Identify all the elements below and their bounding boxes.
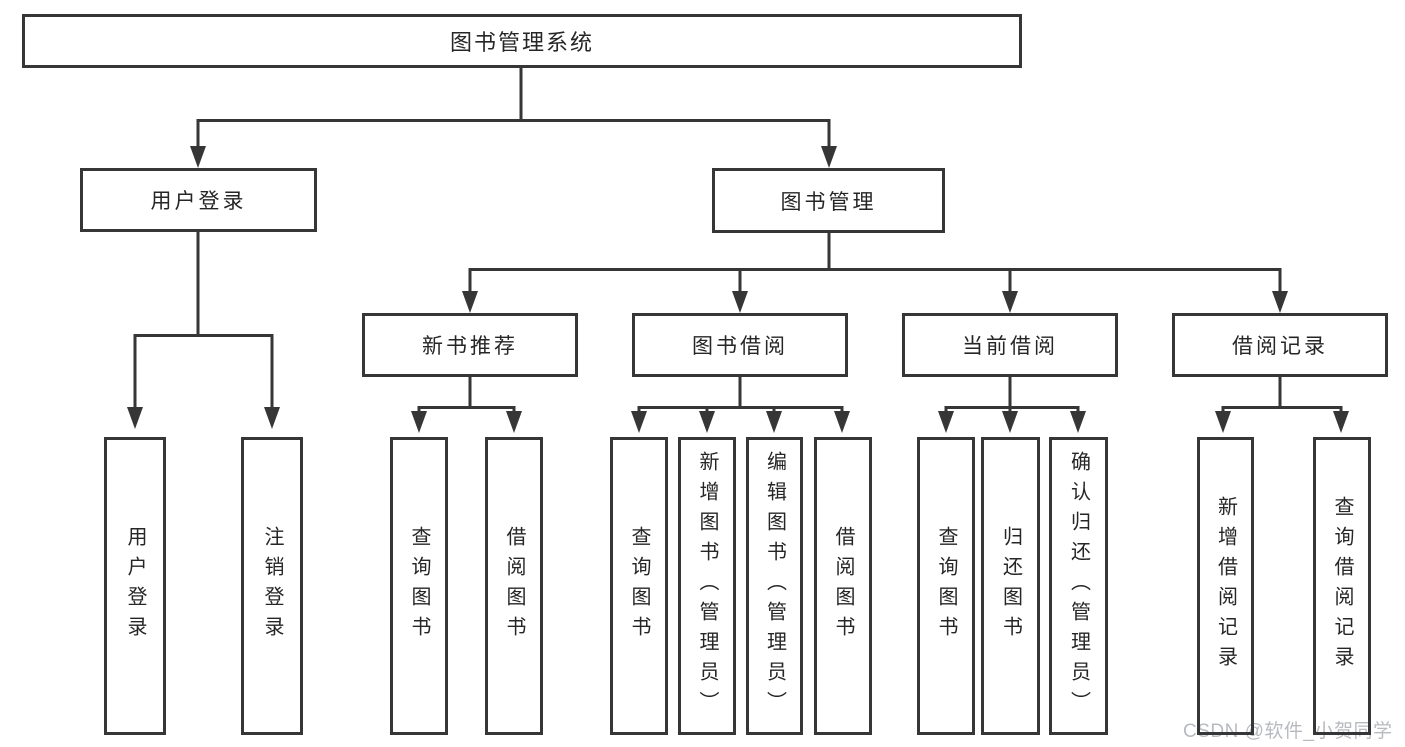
leaf-query-books-recommend: 查询图书 <box>390 437 448 735</box>
connector-to-leaf-user-login <box>133 334 137 407</box>
leaf-add-borrow-record: 新增借阅记录 <box>1197 437 1254 735</box>
connector-user-login-stem <box>196 231 200 335</box>
connector-borrowing-stem <box>738 376 742 407</box>
connector-records-stem <box>1278 376 1282 407</box>
arrow-down-icon <box>1272 291 1288 313</box>
leaf-query-books-borrowing: 查询图书 <box>610 437 668 735</box>
leaf-confirm-return-admin: 确认归还（管理员） <box>1049 437 1108 735</box>
leaf-label: 新增图书（管理员） <box>696 451 718 721</box>
node-book-management: 图书管理 <box>712 168 945 233</box>
connector-to-user-login <box>196 119 200 147</box>
arrow-down-icon <box>699 411 715 433</box>
leaf-edit-books-admin: 编辑图书（管理员） <box>746 437 803 735</box>
connector-to-book-management <box>827 119 831 147</box>
leaf-label: 借阅图书 <box>832 526 854 646</box>
connector-leaf <box>1076 406 1080 413</box>
node-library-management-system: 图书管理系统 <box>22 14 1022 68</box>
arrow-down-icon <box>1333 411 1349 433</box>
leaf-return-books: 归还图书 <box>981 437 1040 735</box>
connector-to-new-book-recommend <box>468 268 472 293</box>
connector-leaf <box>417 406 421 413</box>
leaf-label: 查询借阅记录 <box>1331 496 1353 676</box>
connector-borrowing-branch <box>639 406 842 409</box>
leaf-borrow-books-recommend: 借阅图书 <box>485 437 543 735</box>
connector-leaf <box>772 406 776 413</box>
arrow-down-icon <box>1002 291 1018 313</box>
arrow-down-icon <box>127 407 143 429</box>
arrow-down-icon <box>1070 411 1086 433</box>
node-book-borrowing: 图书借阅 <box>632 313 848 377</box>
node-new-book-recommend: 新书推荐 <box>362 313 578 377</box>
connector-leaf <box>705 406 709 413</box>
leaf-label: 归还图书 <box>999 526 1022 646</box>
connector-root-stem <box>519 68 523 120</box>
connector-to-leaf-logout <box>270 334 274 407</box>
connector-leaf <box>637 406 641 413</box>
connector-leaf <box>512 406 516 413</box>
arrow-down-icon <box>732 291 748 313</box>
connector-recommend-stem <box>468 376 472 407</box>
leaf-label: 查询图书 <box>935 526 957 646</box>
arrow-down-icon <box>821 146 837 168</box>
leaf-query-books-current: 查询图书 <box>917 437 975 735</box>
arrow-down-icon <box>766 411 782 433</box>
connector-recommend-branch <box>419 406 514 409</box>
leaf-label: 用户登录 <box>124 526 146 646</box>
arrow-down-icon <box>1215 411 1231 433</box>
connector-level3-branch <box>470 268 1280 271</box>
leaf-label: 确认归还（管理员） <box>1067 451 1090 721</box>
csdn-watermark: CSDN @软件_小贺同学 <box>1183 721 1393 742</box>
arrow-down-icon <box>462 291 478 313</box>
connector-to-current-borrowing <box>1008 268 1012 293</box>
connector-leaf <box>840 406 844 413</box>
arrow-down-icon <box>506 411 522 433</box>
arrow-down-icon <box>411 411 427 433</box>
connector-level1-branch <box>197 119 830 122</box>
connector-to-borrowing-records <box>1278 268 1282 293</box>
leaf-label: 注销登录 <box>261 526 283 646</box>
leaf-label: 借阅图书 <box>503 526 525 646</box>
connector-user-login-branch <box>135 334 272 337</box>
leaf-label: 查询图书 <box>628 526 650 646</box>
arrow-down-icon <box>938 411 954 433</box>
leaf-logout: 注销登录 <box>241 437 303 735</box>
arrow-down-icon <box>834 411 850 433</box>
connector-book-management-stem <box>827 232 831 270</box>
connector-leaf <box>1339 406 1343 413</box>
leaf-label: 新增借阅记录 <box>1214 496 1237 676</box>
node-borrowing-records: 借阅记录 <box>1172 313 1388 377</box>
leaf-borrow-books: 借阅图书 <box>814 437 872 735</box>
arrow-down-icon <box>631 411 647 433</box>
connector-leaf <box>1221 406 1225 413</box>
arrow-down-icon <box>190 146 206 168</box>
leaf-user-login: 用户登录 <box>104 437 166 735</box>
connector-leaf <box>1008 406 1012 413</box>
node-current-borrowing: 当前借阅 <box>902 313 1118 377</box>
connector-records-branch <box>1223 406 1341 409</box>
leaf-label: 查询图书 <box>408 526 430 646</box>
node-user-login: 用户登录 <box>80 168 317 232</box>
connector-current-stem <box>1008 376 1012 407</box>
arrow-down-icon <box>264 407 280 429</box>
leaf-add-books-admin: 新增图书（管理员） <box>678 437 736 735</box>
leaf-label: 编辑图书（管理员） <box>763 451 786 721</box>
leaf-query-borrow-record: 查询借阅记录 <box>1313 437 1371 735</box>
connector-to-book-borrowing <box>738 268 742 293</box>
connector-leaf <box>944 406 948 413</box>
connector-current-branch <box>946 406 1078 409</box>
arrow-down-icon <box>1002 411 1018 433</box>
